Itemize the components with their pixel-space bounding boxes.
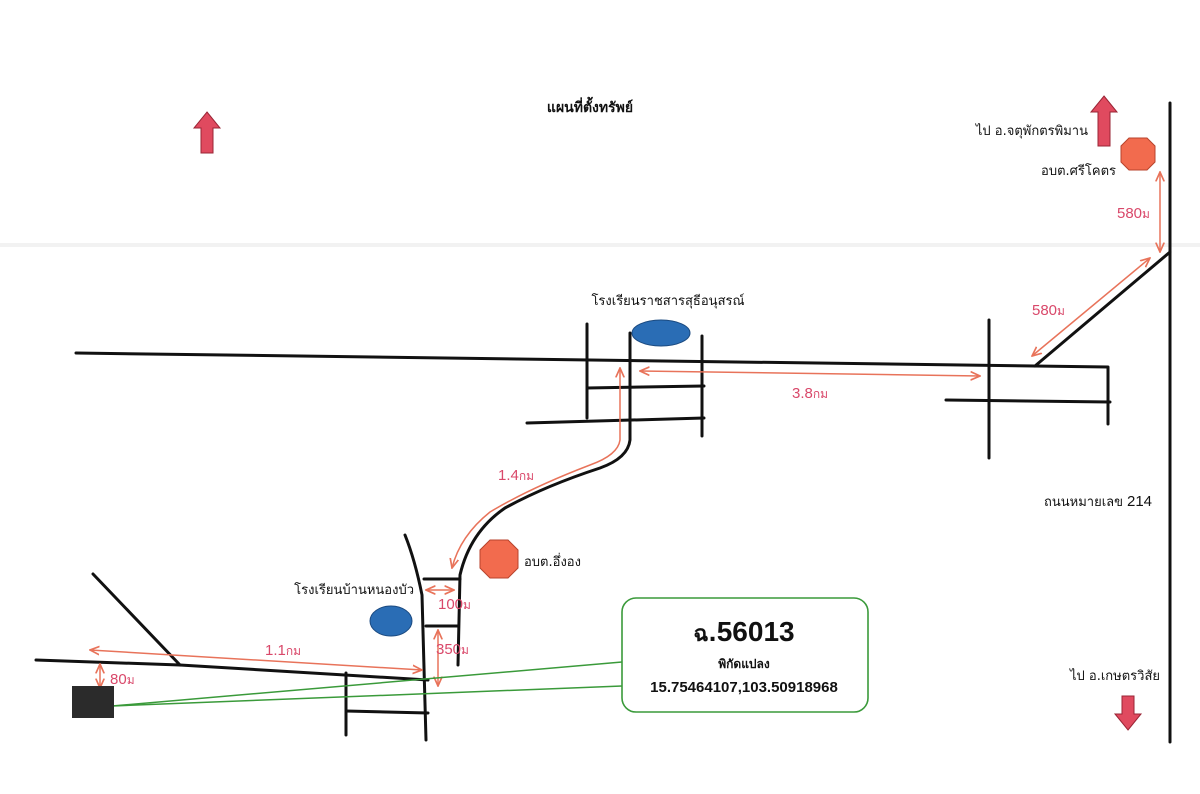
- sao-ueng-label: อบต.อึ่งอง: [524, 553, 581, 570]
- arrow-580-diagonal: [1032, 258, 1150, 356]
- cross-road-horizontal: [944, 398, 1112, 404]
- direction-north-label: ไป อ.จตุพักตรพิมาน: [975, 123, 1088, 139]
- leader-line-1: [111, 661, 623, 707]
- distance-580-vertical: 580ม: [1117, 205, 1150, 222]
- callout-box: [621, 597, 869, 713]
- road-label: ถนนหมายเลข: [1044, 495, 1123, 510]
- coordinate-value: 15.75464107,103.50918968: [650, 679, 838, 696]
- arrow-1-1: [90, 650, 422, 670]
- south-arrow-icon: [1113, 695, 1143, 731]
- main-road: [74, 351, 1110, 426]
- distance-1-1: 1.1กม: [265, 642, 301, 659]
- distance-3-8: 3.8กม: [792, 385, 828, 402]
- map-title: แผนที่ตั้งทรัพย์: [547, 96, 633, 116]
- north-arrow-right-icon: [1089, 95, 1119, 147]
- land-plot: [72, 686, 114, 718]
- road-number: 214: [1127, 493, 1152, 510]
- coordinate-label: พิกัดแปลง: [718, 657, 770, 671]
- north-arrow-left-icon: [192, 111, 222, 154]
- south-cross: [344, 709, 430, 715]
- scan-band: [0, 243, 1200, 247]
- distance-350: 350ม: [436, 641, 469, 658]
- distance-1-4: 1.4กม: [498, 467, 534, 484]
- west-road: [403, 533, 428, 742]
- school-cross-2: [525, 416, 706, 425]
- leader-line-2: [111, 685, 623, 707]
- distance-580-diagonal: 580ม: [1032, 302, 1065, 319]
- school-cross-1: [585, 384, 706, 390]
- school-nongbua-icon: [369, 605, 413, 637]
- plot-road: [34, 658, 430, 682]
- direction-south-label: ไป อ.เกษตรวิสัย: [1069, 668, 1160, 684]
- arrow-1-4: [452, 368, 620, 568]
- school-nongbua-label: โรงเรียนบ้านหนองบัว: [294, 582, 414, 598]
- curved-road: [456, 331, 632, 667]
- school-ratsan-label: โรงเรียนราชสารสุธีอนุสรณ์: [591, 293, 744, 309]
- deed-callout: ฉ.56013 พิกัดแปลง 15.75464107,103.509189…: [621, 597, 869, 713]
- sao-srikhot-icon: [1120, 137, 1156, 171]
- school-ratsan-icon: [631, 319, 691, 347]
- arrow-3-8: [640, 371, 980, 376]
- deed-number: ฉ.56013: [693, 616, 794, 647]
- distance-100: 100ม: [438, 596, 471, 613]
- sao-ueng-icon: [479, 539, 519, 579]
- distance-80: 80ม: [110, 671, 135, 688]
- sao-srikhot-label: อบต.ศรีโคตร: [1041, 163, 1116, 179]
